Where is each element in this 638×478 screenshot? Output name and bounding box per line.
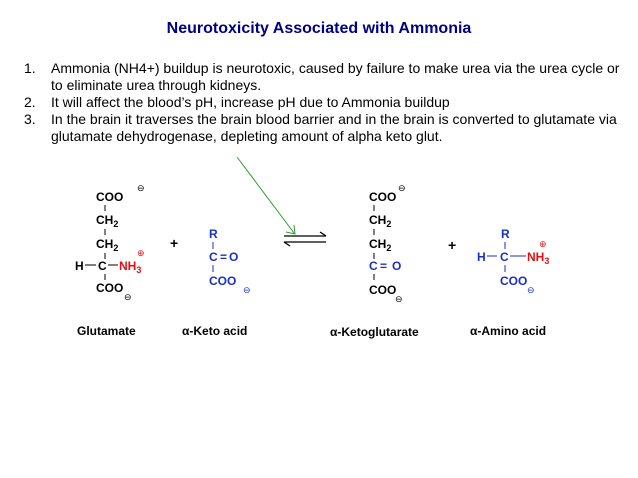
bullet-number: 3. bbox=[24, 111, 36, 127]
bullet-point: 1. Ammonia (NH4+) buildup is neurotoxic, … bbox=[24, 60, 624, 94]
negative-charge-icon: ⊖ bbox=[124, 292, 132, 302]
negative-charge-icon: ⊖ bbox=[527, 285, 535, 295]
carboxylate-group: COO bbox=[369, 190, 396, 204]
bullet-text: Ammonia (NH4+) buildup is neurotoxic, ca… bbox=[51, 60, 620, 93]
carbonyl-carbon: C bbox=[209, 250, 218, 264]
r-group: R bbox=[209, 227, 218, 241]
bullet-text: In the brain it traverses the brain bloo… bbox=[51, 111, 617, 144]
label-amino-acid: α-Amino acid bbox=[470, 324, 546, 338]
carboxylate-group: COO bbox=[96, 190, 123, 204]
plus-sign: + bbox=[170, 235, 178, 251]
glutamate-structure: COO ⊖ CH2 CH2 H C NH3 ⊕ COO ⊖ bbox=[75, 183, 145, 302]
amino-acid-structure: R H C NH3 ⊕ COO ⊖ bbox=[477, 227, 549, 295]
methylene-group: CH2 bbox=[369, 213, 391, 229]
bullet-text: It will affect the blood’s pH, increase … bbox=[51, 94, 450, 110]
oxygen-atom: O bbox=[392, 259, 401, 273]
bullet-number: 2. bbox=[24, 94, 36, 110]
r-group: R bbox=[501, 227, 510, 241]
ammonium-group: NH3 bbox=[119, 259, 141, 275]
carboxylate-group: COO bbox=[369, 283, 396, 297]
carboxylate-group: COO bbox=[96, 281, 123, 295]
carbonyl-carbon: C bbox=[369, 259, 378, 273]
methylene-group: CH2 bbox=[96, 213, 118, 229]
equilibrium-arrows-icon bbox=[283, 231, 327, 247]
oxygen-atom: O bbox=[229, 250, 238, 264]
ketoglutarate-structure: COO ⊖ CH2 CH2 C = O COO ⊖ bbox=[369, 183, 406, 304]
keto-acid-structure: R C = O COO ⊖ bbox=[209, 227, 251, 295]
bullet-number: 1. bbox=[24, 60, 36, 76]
slide-title: Neurotoxicity Associated with Ammonia bbox=[166, 20, 472, 37]
double-bond: = bbox=[220, 250, 227, 264]
negative-charge-icon: ⊖ bbox=[243, 285, 251, 295]
carboxylate-group: COO bbox=[209, 274, 236, 288]
alpha-carbon: C bbox=[98, 259, 107, 273]
label-glutamate: Glutamate bbox=[77, 324, 136, 338]
negative-charge-icon: ⊖ bbox=[137, 183, 145, 193]
alpha-carbon: C bbox=[500, 250, 509, 264]
positive-charge-icon: ⊕ bbox=[539, 239, 547, 249]
bullet-point: 3. In the brain it traverses the brain bl… bbox=[24, 111, 624, 145]
plus-sign: + bbox=[448, 237, 456, 253]
carboxylate-group: COO bbox=[500, 274, 527, 288]
negative-charge-icon: ⊖ bbox=[395, 294, 403, 304]
bullet-point: 2. It will affect the blood’s pH, increas… bbox=[24, 94, 624, 111]
double-bond: = bbox=[380, 259, 387, 273]
positive-charge-icon: ⊕ bbox=[137, 248, 145, 258]
bullet-list: 1. Ammonia (NH4+) buildup is neurotoxic, … bbox=[24, 60, 624, 145]
methylene-group: CH2 bbox=[369, 237, 391, 253]
negative-charge-icon: ⊖ bbox=[398, 183, 406, 193]
ammonium-group: NH3 bbox=[527, 250, 549, 266]
hydrogen-atom: H bbox=[75, 259, 84, 273]
hydrogen-atom: H bbox=[477, 250, 486, 264]
pointer-arrow bbox=[236, 156, 296, 235]
label-keto-acid: α-Keto acid bbox=[182, 324, 247, 338]
methylene-group: CH2 bbox=[96, 237, 118, 253]
label-ketoglutarate: α-Ketoglutarate bbox=[330, 325, 419, 339]
